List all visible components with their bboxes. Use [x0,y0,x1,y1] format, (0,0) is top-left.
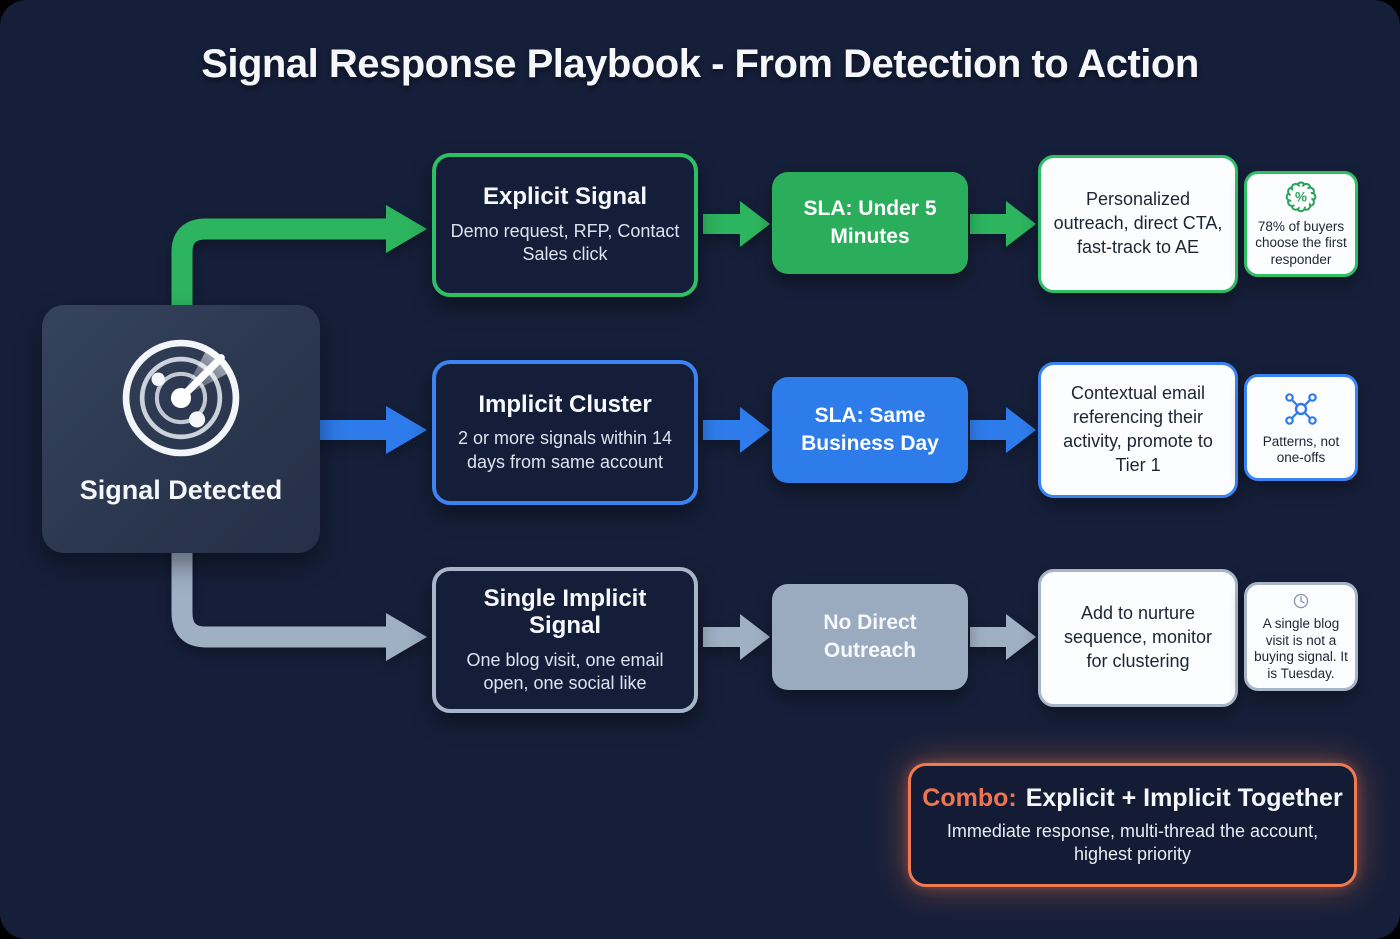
arrow-implicit-to-sla [703,407,770,453]
single-note-text: A single blog visit is not a buying sign… [1254,616,1348,681]
arrow-hub-to-explicit [171,205,427,322]
combo-title: Explicit + Implicit Together [1025,783,1343,812]
explicit-stat-badge: % 78% of buyers choose the first respond… [1244,171,1358,277]
combo-desc: Immediate response, multi-thread the acc… [946,820,1319,864]
single-implicit-box: Single Implicit Signal One blog visit, o… [432,567,698,713]
explicit-signal-box: Explicit Signal Demo request, RFP, Conta… [432,153,698,297]
combo-callout: Combo: Explicit + Implicit Together Immed… [908,763,1357,887]
arrow-explicit-to-sla [703,201,770,247]
clock-icon [1293,593,1309,609]
arrow-sla-to-action-implicit [970,407,1036,453]
single-sla-box: No Direct Outreach [772,584,968,690]
explicit-stat-text: 78% of buyers choose the first responder [1255,218,1347,267]
single-implicit-title: Single Implicit Signal [483,584,647,640]
implicit-sla-box: SLA: Same Business Day [772,377,968,483]
radar-icon [122,339,240,457]
arrow-single-to-sla [703,614,770,660]
signal-detected-node: Signal Detected [42,305,320,553]
arrow-sla-to-action-explicit [970,201,1036,247]
implicit-cluster-title: Implicit Cluster [478,390,652,418]
percent-seal-icon: % [1285,181,1317,213]
implicit-cluster-desc: 2 or more signals within 14 days from sa… [457,428,673,472]
single-implicit-desc: One blog visit, one email open, one soci… [466,649,664,694]
arrow-hub-to-implicit [310,406,427,454]
implicit-action-box: Contextual email referencing their activ… [1038,362,1238,498]
signal-detected-label: Signal Detected [79,475,283,505]
arrow-hub-to-single [171,536,427,661]
single-action-box: Add to nurture sequence, monitor for clu… [1038,569,1238,707]
implicit-note-text: Patterns, not one-offs [1262,433,1340,465]
arrow-sla-to-action-single [970,614,1036,660]
page-title: Signal Response Playbook - From Detectio… [201,42,1199,86]
svg-text:%: % [1295,190,1307,205]
network-icon [1285,392,1317,425]
single-note-badge: A single blog visit is not a buying sign… [1244,582,1358,691]
explicit-action-box: Personalized outreach, direct CTA, fast-… [1038,155,1238,293]
implicit-cluster-box: Implicit Cluster 2 or more signals withi… [432,360,698,505]
explicit-sla-box: SLA: Under 5 Minutes [772,172,968,274]
implicit-note-badge: Patterns, not one-offs [1244,374,1358,481]
combo-label: Combo: [922,783,1017,812]
explicit-signal-desc: Demo request, RFP, Contact Sales click [450,220,680,265]
combo-title-line: Combo: Explicit + Implicit Together [922,784,1342,813]
explicit-signal-title: Explicit Signal [482,183,648,211]
